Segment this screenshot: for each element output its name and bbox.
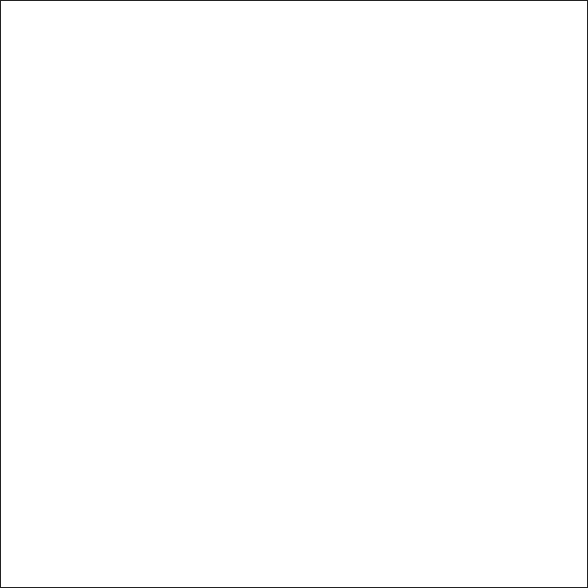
blank-canvas[interactable] — [0, 0, 588, 588]
